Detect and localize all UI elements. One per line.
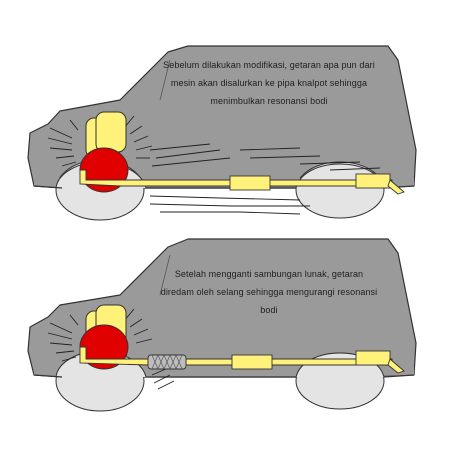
muffler-rear	[355, 173, 391, 189]
vibration-lines-under-body	[149, 195, 310, 215]
diagram-before-modification: Sebelum dilakukan modifikasi, getaran ap…	[27, 45, 417, 221]
diagram-after-modification: Setelah mengganti sambungan lunak, getar…	[0, 225, 450, 450]
muffler-rear	[355, 350, 391, 366]
car-illustration-before	[27, 45, 417, 221]
car-illustration-after	[27, 238, 417, 412]
muffler-front	[229, 175, 271, 191]
muffler-front	[231, 354, 273, 370]
car-body	[27, 45, 417, 189]
vibration-lines-body	[149, 143, 381, 171]
vibration-lines-engine	[47, 115, 153, 167]
vibration-lines-damped	[151, 368, 175, 390]
exhaust-pipe	[79, 346, 405, 374]
caption-before: Sebelum dilakukan modifikasi, getaran ap…	[163, 60, 375, 106]
caption-after: Setelah mengganti sambungan lunak, getar…	[160, 269, 378, 315]
flexible-hose	[147, 354, 187, 370]
engine	[79, 304, 129, 370]
exhaust-pipe	[79, 169, 405, 195]
